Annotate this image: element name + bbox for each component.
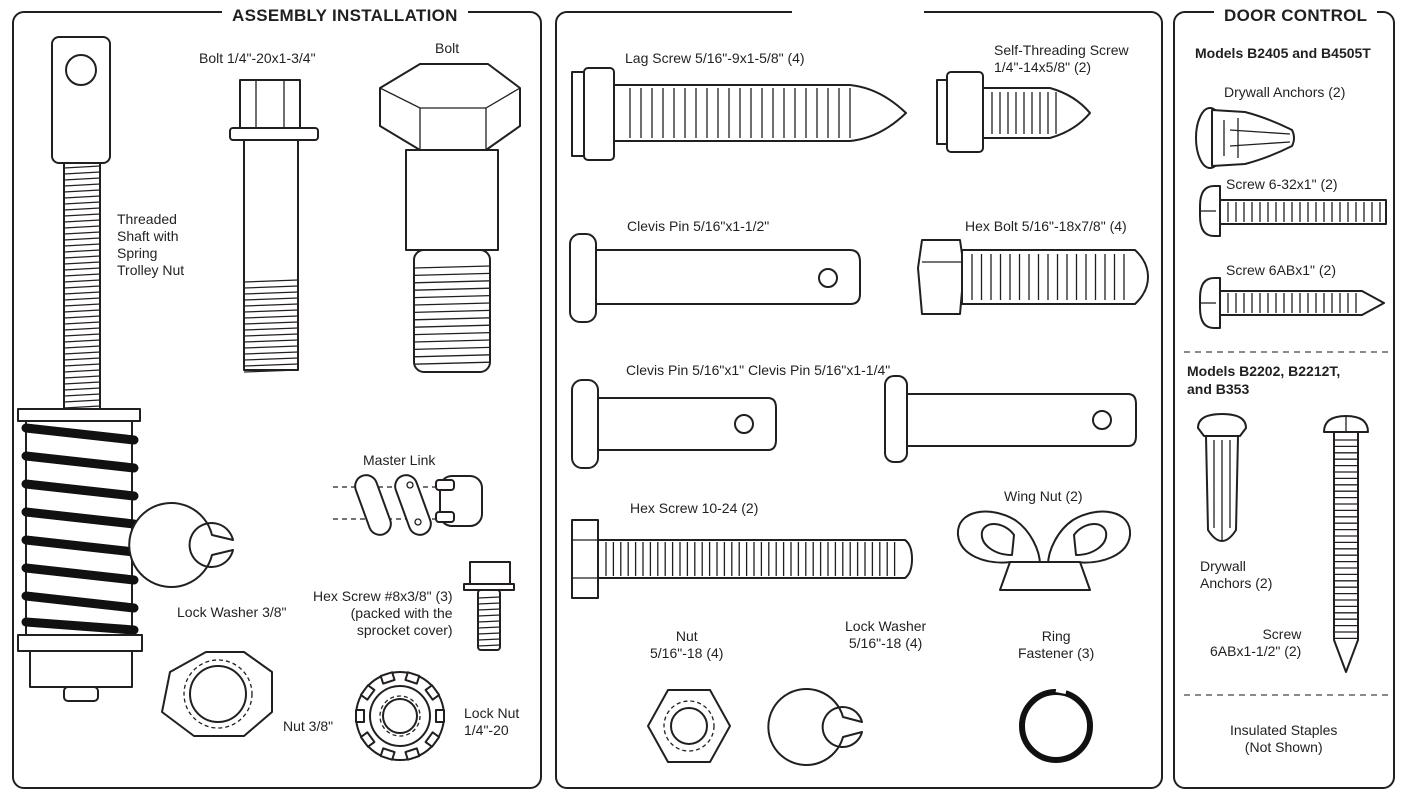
hex-screw-8-label: Hex Screw #8x3/8" (3) (packed with the s… bbox=[313, 588, 453, 639]
screw-6ab112-illustration bbox=[1324, 416, 1368, 672]
lock-washer-38-illustration bbox=[129, 503, 233, 587]
ring-fastener-illustration bbox=[1022, 690, 1090, 760]
screw-6ab1-label: Screw 6ABx1" (2) bbox=[1226, 262, 1336, 279]
wing-nut-label: Wing Nut (2) bbox=[1004, 488, 1083, 505]
bolt-label: Bolt bbox=[435, 40, 459, 57]
nut-38-label: Nut 3/8" bbox=[283, 718, 333, 735]
insulated-staples-label: Insulated Staples (Not Shown) bbox=[1230, 722, 1337, 756]
hex-screw-1024-illustration bbox=[572, 520, 912, 598]
screw-632-illustration bbox=[1200, 186, 1386, 236]
drywall-anchors-2-label: Drywall Anchors (2) bbox=[1200, 558, 1272, 592]
hex-screw-8-illustration bbox=[464, 562, 514, 650]
bolt-quarter-label: Bolt 1/4"-20x1-3/4" bbox=[199, 50, 316, 67]
nut-38-illustration bbox=[162, 652, 272, 736]
models-b2405-heading: Models B2405 and B4505T bbox=[1195, 44, 1371, 62]
bolt-quarter-illustration bbox=[230, 80, 318, 372]
lag-screw-illustration bbox=[572, 68, 906, 160]
master-link-label: Master Link bbox=[363, 452, 435, 469]
nut-516-label: Nut 5/16"-18 (4) bbox=[650, 628, 723, 662]
lock-washer-516-illustration bbox=[768, 689, 862, 765]
lock-nut-label: Lock Nut 1/4"-20 bbox=[464, 705, 519, 739]
ring-fastener-label: Ring Fastener (3) bbox=[1018, 628, 1094, 662]
wing-nut-illustration bbox=[958, 512, 1130, 590]
clevis-pin-1-illustration bbox=[572, 380, 776, 468]
lock-nut-illustration bbox=[356, 672, 444, 760]
drywall-anchor-2-illustration bbox=[1198, 414, 1246, 541]
clevis-pin-114-illustration bbox=[885, 376, 1136, 462]
threaded-shaft-label: Threaded Shaft with Spring Trolley Nut bbox=[117, 211, 184, 279]
screw-632-label: Screw 6-32x1" (2) bbox=[1226, 176, 1338, 193]
self-threading-screw-label: Self-Threading Screw 1/4"-14x5/8" (2) bbox=[994, 42, 1129, 76]
drywall-anchors-1-label: Drywall Anchors (2) bbox=[1224, 84, 1345, 101]
master-link-illustration bbox=[333, 472, 482, 538]
screw-6ab1-illustration bbox=[1200, 278, 1384, 328]
drywall-anchor-1-illustration bbox=[1196, 108, 1294, 168]
hex-bolt-516-illustration bbox=[918, 240, 1148, 314]
lock-washer-38-label: Lock Washer 3/8" bbox=[177, 604, 287, 621]
lock-washer-516-label: Lock Washer 5/16"-18 (4) bbox=[845, 618, 926, 652]
self-threading-screw-illustration bbox=[937, 72, 1090, 152]
clevis-pin-112-label: Clevis Pin 5/16"x1-1/2" bbox=[627, 218, 769, 235]
screw-6ab112-label: Screw 6ABx1-1/2" (2) bbox=[1210, 626, 1301, 660]
hex-bolt-516-label: Hex Bolt 5/16"-18x7/8" (4) bbox=[965, 218, 1127, 235]
lag-screw-label: Lag Screw 5/16"-9x1-5/8" (4) bbox=[625, 50, 805, 67]
hex-screw-1024-label: Hex Screw 10-24 (2) bbox=[630, 500, 758, 517]
models-b2202-heading: Models B2202, B2212T, and B353 bbox=[1187, 362, 1340, 398]
clevis-pin-112-illustration bbox=[570, 234, 860, 322]
clevis-pins-row-label: Clevis Pin 5/16"x1" Clevis Pin 5/16"x1-1… bbox=[626, 362, 890, 379]
nut-516-illustration bbox=[648, 690, 730, 762]
large-bolt-illustration bbox=[380, 64, 520, 372]
threaded-shaft-illustration bbox=[18, 37, 142, 701]
